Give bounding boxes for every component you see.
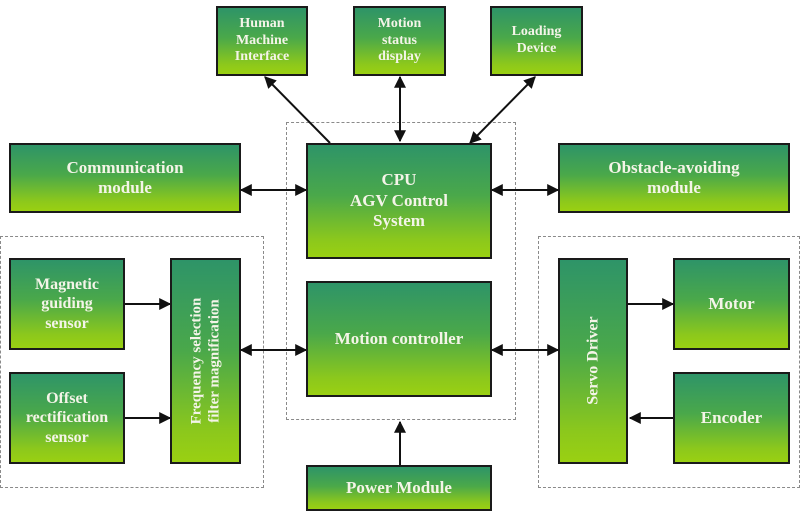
servo-driver-box: Servo Driver — [558, 258, 628, 464]
motor-box: Motor — [673, 258, 790, 350]
loading-device-label: Loading Device — [511, 24, 562, 56]
sensor-group-boundary — [0, 236, 264, 488]
motion-controller-box: Motion controller — [306, 281, 492, 397]
magnetic-sensor-box: Magnetic guiding sensor — [9, 258, 125, 350]
encoder-box: Encoder — [673, 372, 790, 464]
power-module-box: Power Module — [306, 465, 492, 511]
communication-module-box: Communication module — [9, 143, 241, 213]
obstacle-module-box: Obstacle-avoiding module — [558, 143, 790, 213]
cpu-label: CPU AGV Control System — [349, 170, 449, 231]
arrow-cpu-loading — [469, 76, 536, 144]
motion-status-label: Motion status display — [377, 15, 422, 65]
offset-sensor-label: Offset rectification sensor — [25, 390, 109, 446]
motion-controller-label: Motion controller — [334, 328, 464, 348]
offset-sensor-box: Offset rectification sensor — [9, 372, 125, 464]
arrow-cpu-hmi — [264, 76, 331, 144]
obstacle-module-label: Obstacle-avoiding module — [608, 157, 740, 197]
cpu-box: CPU AGV Control System — [306, 143, 492, 259]
frequency-filter-label: Frequency selection filter magnification — [188, 297, 223, 425]
hmi-label: Human Machine Interface — [234, 15, 290, 65]
motion-status-box: Motion status display — [353, 6, 446, 76]
encoder-label: Encoder — [700, 407, 763, 427]
frequency-filter-box: Frequency selection filter magnification — [170, 258, 241, 464]
power-module-label: Power Module — [346, 477, 452, 497]
servo-driver-label: Servo Driver — [584, 316, 602, 406]
motor-label: Motor — [708, 293, 755, 313]
magnetic-sensor-label: Magnetic guiding sensor — [35, 276, 99, 332]
loading-device-box: Loading Device — [490, 6, 583, 76]
communication-module-label: Communication module — [66, 157, 184, 197]
hmi-box: Human Machine Interface — [216, 6, 308, 76]
